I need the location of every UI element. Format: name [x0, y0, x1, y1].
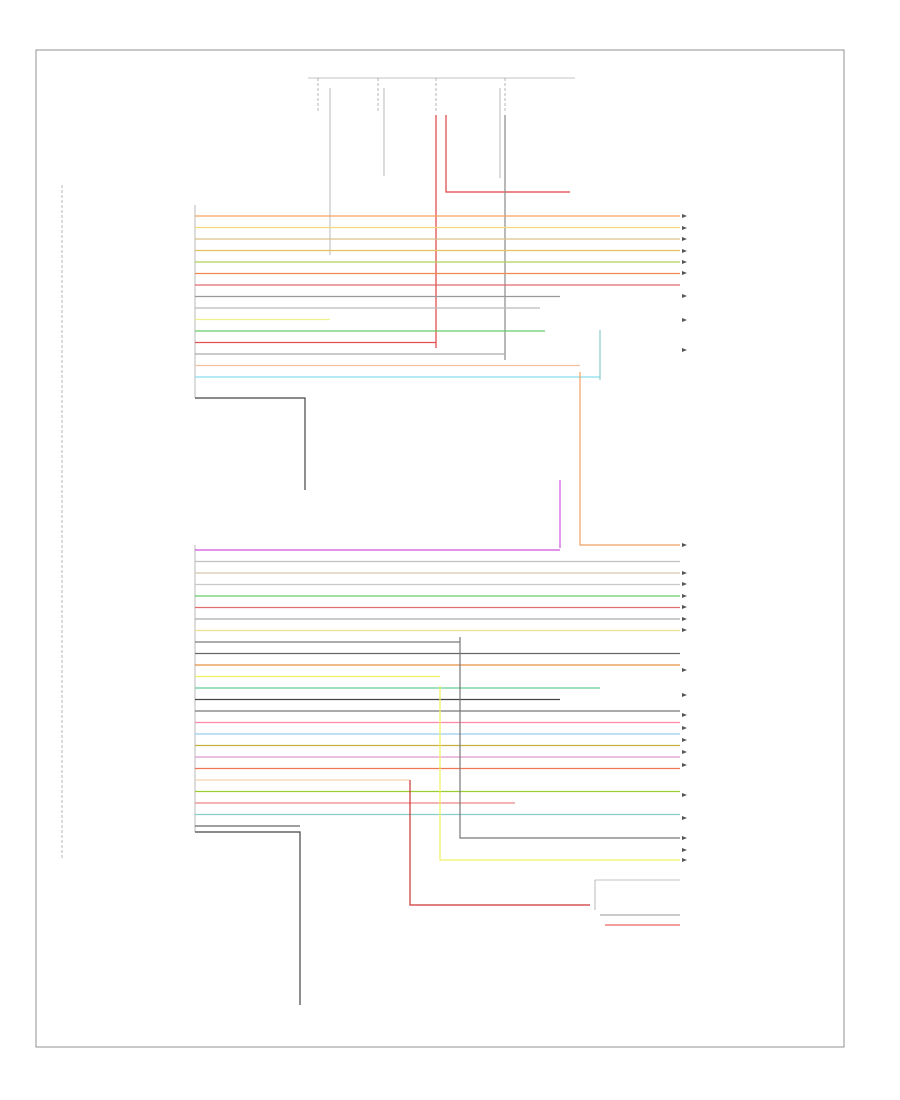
- terminal-arrow: [682, 214, 687, 218]
- terminal-arrow: [682, 260, 687, 264]
- terminal-arrow: [682, 271, 687, 275]
- ground-wire-lower: [195, 831, 301, 1005]
- connector-upper-rows: [195, 215, 680, 378]
- switch-block: [594, 879, 680, 926]
- terminal-arrow: [682, 617, 687, 621]
- terminal-arrow: [682, 713, 687, 717]
- vertical-link-yellow: [439, 686, 680, 861]
- terminal-arrow: [682, 858, 687, 862]
- terminal-arrow: [682, 543, 687, 547]
- terminal-arrow: [682, 605, 687, 609]
- terminal-arrow: [682, 571, 687, 575]
- terminal-arrow: [682, 816, 687, 820]
- terminal-arrow: [682, 763, 687, 767]
- terminal-arrow: [682, 348, 687, 352]
- vertical-link-red: [409, 780, 590, 906]
- terminal-arrow: [682, 594, 687, 598]
- terminal-arrow: [682, 726, 687, 730]
- terminal-arrow: [682, 793, 687, 797]
- terminal-arrow: [682, 249, 687, 253]
- terminal-arrow: [682, 848, 687, 852]
- connector-lower-rows: [195, 549, 680, 827]
- ground-wire-upper: [195, 397, 306, 490]
- terminal-arrow: [682, 628, 687, 632]
- terminal-arrow: [682, 750, 687, 754]
- terminal-arrow: [682, 582, 687, 586]
- feed-wire-red-2: [445, 115, 570, 193]
- terminal-arrow: [682, 693, 687, 697]
- terminal-arrow: [682, 836, 687, 840]
- terminal-arrow: [682, 294, 687, 298]
- terminal-arrow: [682, 738, 687, 742]
- terminal-arrow: [682, 318, 687, 322]
- terminal-arrow: [682, 226, 687, 230]
- terminal-arrow: [682, 237, 687, 241]
- vertical-link-gray: [459, 637, 680, 839]
- vertical-link-orange: [579, 372, 680, 546]
- right-terminals: [682, 214, 687, 862]
- terminal-arrow: [682, 668, 687, 672]
- diagram-frame: [35, 49, 845, 1048]
